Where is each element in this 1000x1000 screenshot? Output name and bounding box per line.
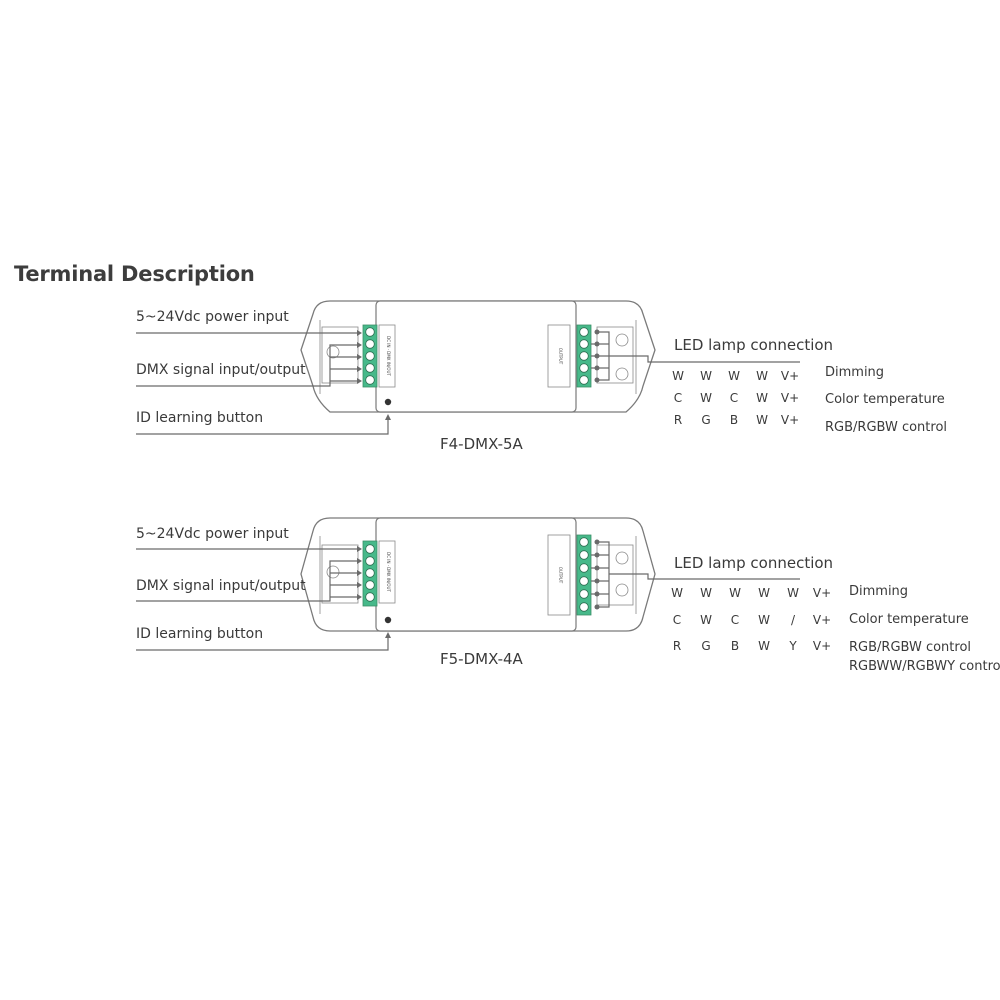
mode-desc: RGB/RGBW control [849,640,971,655]
svg-text:B: B [730,413,738,427]
svg-text:V+: V+ [813,613,831,627]
mode-desc: Color temperature [825,392,945,407]
mode-desc: Dimming [849,584,908,599]
svg-text:OUTPUT: OUTPUT [558,348,563,365]
power-input-label: 5~24Vdc power input [136,526,289,542]
svg-text:C: C [673,613,681,627]
svg-text:G: G [701,413,710,427]
svg-text:W: W [758,613,770,627]
model-name: F5-DMX-4A [440,650,524,668]
dmx-signal-label: DMX signal input/output [136,362,306,378]
device-cover [375,300,577,413]
svg-text:B: B [731,639,739,653]
svg-text:OUTPUT: OUTPUT [558,567,563,584]
svg-text:W: W [756,413,768,427]
svg-text:W: W [700,369,712,383]
svg-text:G: G [701,639,710,653]
model-name: F4-DMX-5A [440,435,524,453]
device-f4-dmx-5a: DC IN · DMX IN/OUT OUTPUT [136,300,947,453]
id-learning-label: ID learning button [136,410,263,426]
device-f5-dmx-4a: DC IN · DMX IN/OUT OUTPUT [136,517,1000,674]
svg-text:R: R [673,639,681,653]
svg-text:W: W [700,613,712,627]
svg-text:R: R [674,413,682,427]
svg-text:V+: V+ [813,639,831,653]
svg-text:W: W [756,391,768,405]
mode-desc: Dimming [825,365,884,380]
svg-text:C: C [730,391,738,405]
led-lamp-label: LED lamp connection [674,336,833,354]
svg-text:/: / [791,613,796,627]
power-input-label: 5~24Vdc power input [136,309,289,325]
svg-text:V+: V+ [781,369,799,383]
svg-text:DC IN · DMX IN/OUT: DC IN · DMX IN/OUT [386,336,391,376]
mode-desc-extra: RGBWW/RGBWY control [849,659,1000,674]
id-learning-button[interactable] [384,398,392,406]
mode-desc: Color temperature [849,612,969,627]
svg-text:W: W [729,586,741,600]
wiring-table: W W W W W V+ Dimming C W C W / V+ Color … [671,584,1000,674]
dmx-signal-label: DMX signal input/output [136,578,306,594]
svg-text:V+: V+ [813,586,831,600]
id-learning-button[interactable] [384,616,392,624]
svg-text:V+: V+ [781,413,799,427]
svg-text:W: W [787,586,799,600]
svg-text:DC IN · DMX IN/OUT: DC IN · DMX IN/OUT [386,552,391,592]
svg-text:W: W [758,586,770,600]
svg-text:W: W [756,369,768,383]
svg-text:Y: Y [788,639,797,653]
svg-text:W: W [758,639,770,653]
svg-text:W: W [700,586,712,600]
id-learning-label: ID learning button [136,626,263,642]
mode-desc: RGB/RGBW control [825,420,947,435]
svg-text:W: W [700,391,712,405]
device-cover [375,517,577,632]
svg-text:W: W [728,369,740,383]
svg-text:W: W [672,369,684,383]
svg-text:C: C [674,391,682,405]
svg-text:V+: V+ [781,391,799,405]
svg-text:W: W [671,586,683,600]
led-lamp-label: LED lamp connection [674,554,833,572]
page-title: Terminal Description [14,262,255,286]
wiring-table: W W W W V+ Dimming C W C W V+ Color temp… [672,365,947,435]
svg-text:C: C [731,613,739,627]
